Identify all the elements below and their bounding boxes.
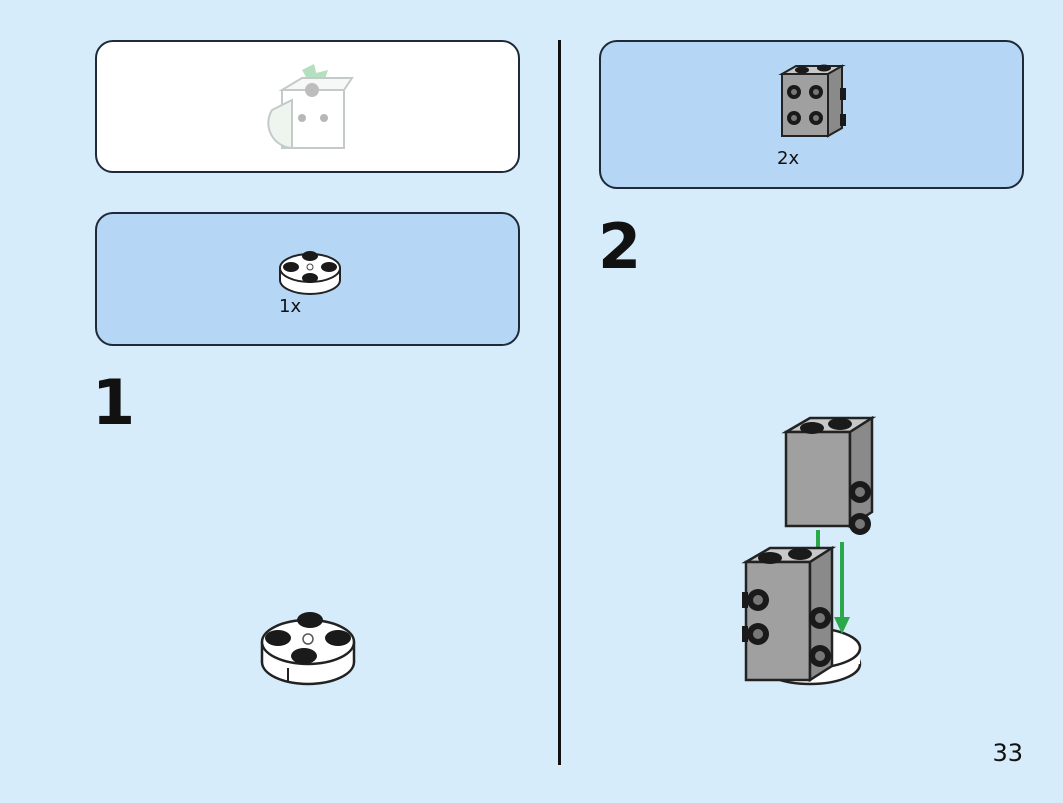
column-divider <box>558 40 561 765</box>
step1-number: 1 <box>92 366 136 439</box>
page-number: 33 <box>992 739 1023 767</box>
step2-parts-panel: 2x <box>599 40 1024 189</box>
step2-parts-quantity: 2x <box>777 148 800 169</box>
step1-parts-panel: 1x <box>95 212 520 346</box>
part-brick-icon <box>778 64 846 138</box>
step2-number: 2 <box>598 210 642 283</box>
step2-assembly-illustration <box>741 415 877 686</box>
submodel-preview-icon <box>267 64 354 150</box>
step1-round-plate-illustration <box>260 612 356 686</box>
submodel-preview-panel <box>95 40 520 173</box>
step1-parts-quantity: 1x <box>279 296 302 317</box>
part-round-plate-icon <box>279 251 341 295</box>
